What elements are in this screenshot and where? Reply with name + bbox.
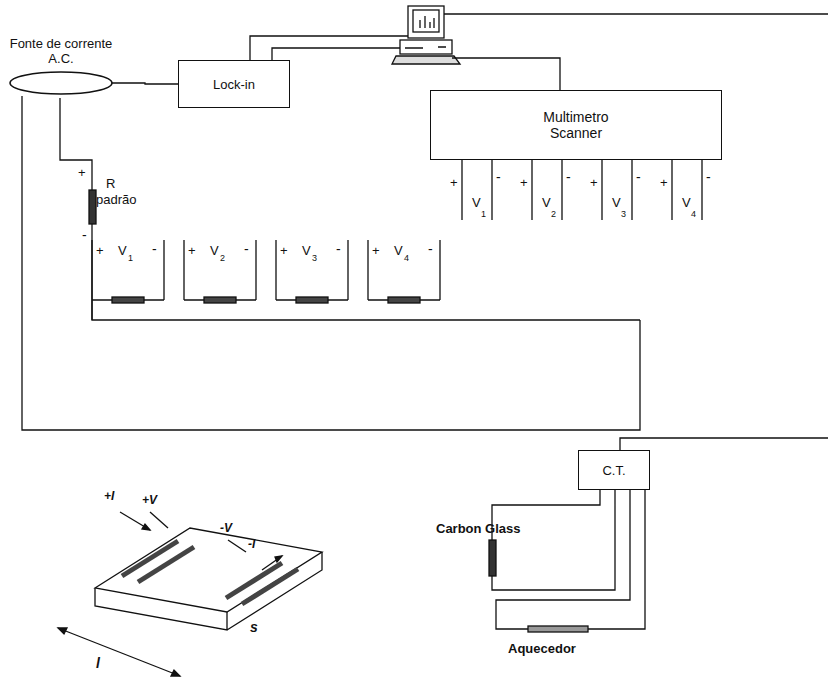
diagram-label: 2 bbox=[551, 210, 556, 219]
diagram-label: + bbox=[520, 176, 528, 189]
diagram-label: - bbox=[706, 170, 711, 184]
diagram-label: + bbox=[660, 176, 668, 189]
diagram-label: - bbox=[82, 228, 87, 242]
diagram-label: -I bbox=[248, 538, 255, 550]
diagram-label: V bbox=[394, 244, 403, 257]
diagram-label: V bbox=[682, 196, 691, 209]
diagram-label: + bbox=[372, 244, 380, 257]
diagram-label: 1 bbox=[481, 210, 486, 219]
diagram-label: l bbox=[96, 656, 100, 670]
diagram-label: 3 bbox=[621, 210, 626, 219]
diagram-label: V bbox=[612, 196, 621, 209]
diagram-label: 3 bbox=[312, 254, 317, 263]
sample-illustration bbox=[58, 512, 322, 676]
standard-resistor bbox=[89, 190, 96, 224]
diagram-label: Carbon Glass bbox=[436, 522, 521, 535]
node-text: Multimetro Scanner bbox=[531, 109, 621, 141]
diagram-label: V bbox=[542, 196, 551, 209]
diagram-label: V bbox=[302, 244, 311, 257]
diagram-label: +V bbox=[142, 494, 157, 506]
diagram-label: + bbox=[590, 176, 598, 189]
diagram-label: - bbox=[336, 242, 341, 256]
lockin-box: Lock-in bbox=[178, 60, 290, 108]
diagram-label: V bbox=[210, 244, 219, 257]
diagram-label: 2 bbox=[220, 254, 225, 263]
heater bbox=[528, 626, 588, 632]
diagram-label: 1 bbox=[128, 254, 133, 263]
diagram-label: - bbox=[496, 170, 501, 184]
diagram-label: - bbox=[566, 170, 571, 184]
current-source: Fonte de corrente A.C. bbox=[6, 36, 116, 98]
diagram-label: V bbox=[118, 244, 127, 257]
diagram-label: -V bbox=[220, 522, 232, 534]
computer-icon bbox=[392, 6, 460, 64]
diagram-label: V bbox=[472, 196, 481, 209]
diagram-label: padrão bbox=[96, 193, 136, 206]
diagram-label: - bbox=[636, 170, 641, 184]
diagram-label: R bbox=[106, 177, 115, 190]
wire-connector bbox=[112, 83, 178, 84]
diagram-label: + bbox=[78, 166, 86, 179]
carbon-glass-sensor bbox=[489, 540, 496, 576]
diagram-label: 4 bbox=[691, 210, 696, 219]
diagram-label: s bbox=[250, 620, 258, 634]
node-text: Fonte de corrente A.C. bbox=[6, 36, 116, 66]
diagram-label: - bbox=[428, 242, 433, 256]
diagram-label: + bbox=[96, 244, 104, 257]
diagram-label: + bbox=[280, 244, 288, 257]
diagram-label: + bbox=[450, 176, 458, 189]
diagram-label: - bbox=[244, 242, 249, 256]
temp-controller-box: C.T. bbox=[578, 450, 650, 490]
scanner-box: Multimetro Scanner bbox=[430, 90, 722, 160]
node-text: Lock-in bbox=[213, 77, 255, 92]
source-ellipse bbox=[6, 70, 116, 96]
node-text: C.T. bbox=[602, 463, 625, 478]
diagram-label: 4 bbox=[404, 254, 409, 263]
diagram-label: +I bbox=[104, 490, 114, 502]
diagram-label: Aquecedor bbox=[508, 642, 576, 655]
diagram-label: - bbox=[152, 242, 157, 256]
diagram-label: + bbox=[188, 244, 196, 257]
